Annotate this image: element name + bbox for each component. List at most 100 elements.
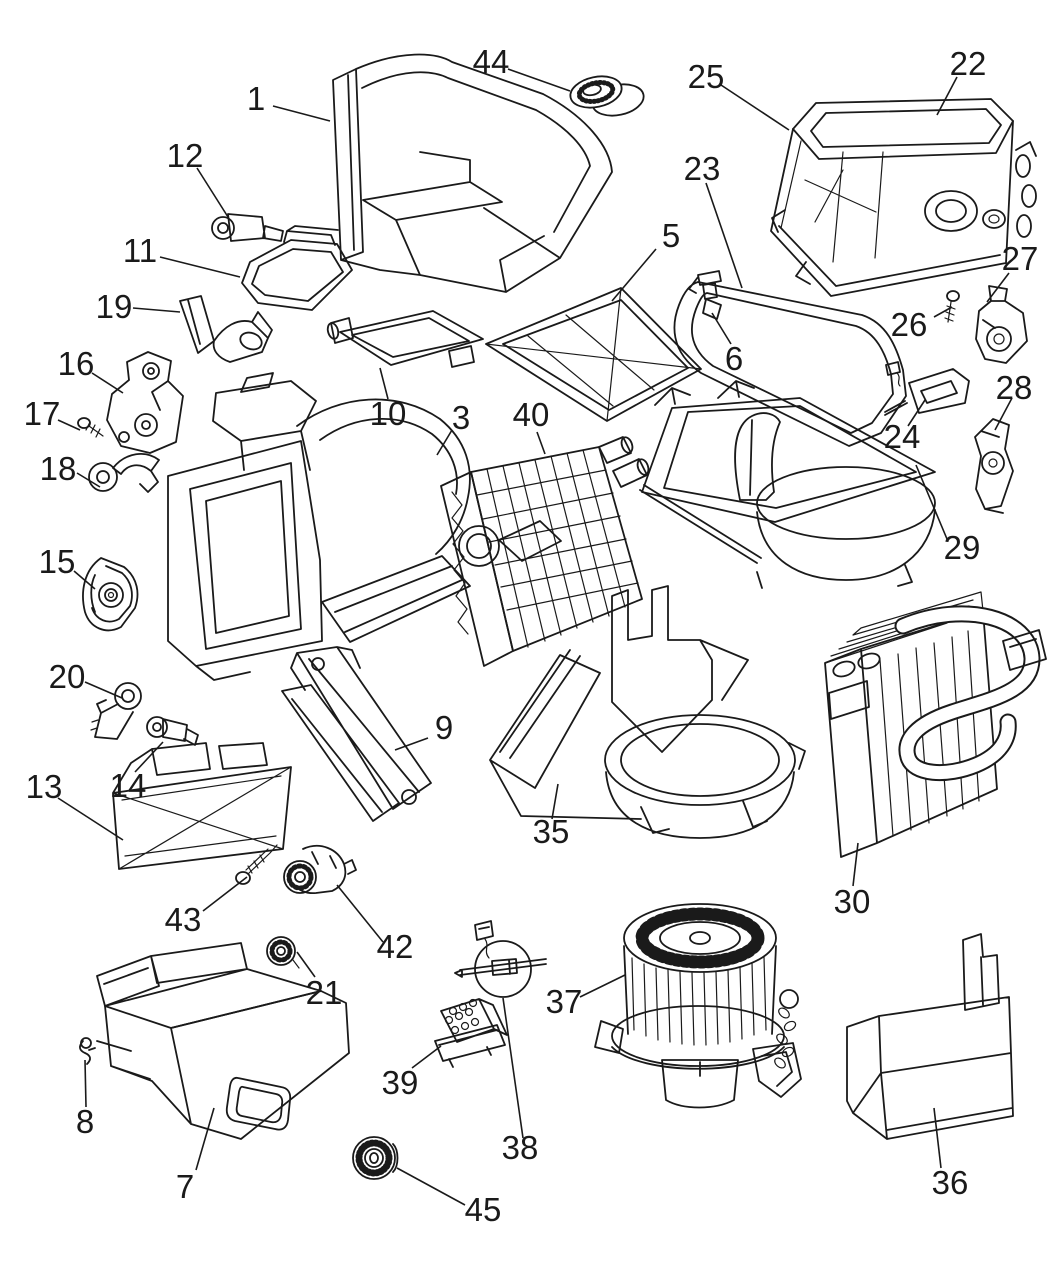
callout-5: 5 [662,217,680,254]
leader-line-43 [202,876,248,912]
part-22-inlet-housing [770,98,1037,297]
part-35-lower-housing [489,585,806,839]
body [770,120,1014,297]
callout-6: 6 [725,340,743,377]
callout-44: 44 [473,43,510,80]
screw-shank [85,421,104,438]
rod [639,484,762,564]
leader-line-29 [915,464,948,540]
tray-rim [641,397,936,523]
block [434,998,508,1068]
lid [792,98,1014,160]
outer [352,1136,396,1180]
tower [611,585,749,753]
part-14-valve [146,716,199,746]
hole-2 [458,1002,468,1012]
slab [96,990,350,1140]
outline [82,557,139,632]
rod-block [491,958,518,976]
leader-line-5 [611,248,657,302]
struts [780,140,884,263]
clip [79,1040,96,1065]
gear-hub [152,722,162,732]
leader-line-15 [73,570,96,590]
part-20-cam-bracket [90,682,142,740]
body-vanes [631,956,767,1046]
connector [474,920,494,941]
gear [146,716,168,738]
part-30-evaporator [824,591,1047,858]
callout-27: 27 [1002,240,1039,277]
leader-line-3 [436,429,453,456]
part-16-bracket [106,351,184,454]
bowl-bottom [605,742,806,839]
eyelet [114,682,142,710]
teeth [90,719,99,731]
callout-18: 18 [40,450,77,487]
bowl [756,509,936,589]
callout-35: 35 [533,813,570,850]
leader-line-20 [84,681,123,699]
part-17-screw [77,417,104,438]
part-6-vacuum-valve [688,270,722,320]
part-8-clip [79,1037,96,1065]
callout-20: 20 [49,658,86,695]
disc-hole [582,83,602,97]
disc-texture [576,80,616,104]
hole-inner [993,333,1005,345]
chain-link-2 [1021,184,1037,208]
leader-line-1 [272,105,331,122]
part-3-main-case [167,372,562,681]
gear-pin [292,959,300,969]
base-skirt [611,1046,785,1070]
port [458,525,500,567]
callout-21: 21 [306,974,343,1011]
chain-2 [783,1020,797,1032]
callout-25: 25 [688,58,725,95]
outline [106,351,184,454]
dome [296,398,471,555]
leader-line-35 [551,783,559,820]
pipe-cap-2 [636,458,650,476]
callout-14: 14 [110,767,147,804]
front-disc [569,75,623,109]
gear-2 [134,413,158,437]
body [884,361,970,416]
callout-26: 26 [891,306,928,343]
ring-2 [104,588,118,602]
bracket-right [752,1042,802,1098]
part-9-side-rail [281,646,432,822]
wheel-blades [635,907,765,969]
port-bracket [498,520,562,562]
outline [974,418,1014,514]
leader-line-13 [57,797,124,841]
plate-knob [326,322,340,340]
struts [654,380,755,406]
leader-line-10 [379,367,389,400]
leader-line-24 [907,399,926,427]
part-21-gear [266,936,300,969]
leader-line-17 [57,419,81,431]
leader-line-7 [195,1107,215,1171]
label-plate [828,680,870,720]
part-5-door-panel [485,287,702,422]
base-ring [611,1005,785,1067]
chain-link [1015,154,1031,178]
clip-head [80,1037,92,1049]
outline [112,742,292,870]
texture [355,1139,393,1177]
part-28-bracket [974,418,1014,514]
wire [896,372,901,387]
callout-12: 12 [167,137,204,174]
callout-13: 13 [26,768,63,805]
leader-line-30 [852,842,859,887]
callout-42: 42 [377,928,414,965]
screw-head [946,290,960,302]
callout-30: 30 [834,883,871,920]
callout-39: 39 [382,1064,419,1101]
lever-boss [239,331,263,351]
lever [179,295,273,363]
part-12-actuator [211,213,284,242]
bowl-inner [620,723,780,797]
